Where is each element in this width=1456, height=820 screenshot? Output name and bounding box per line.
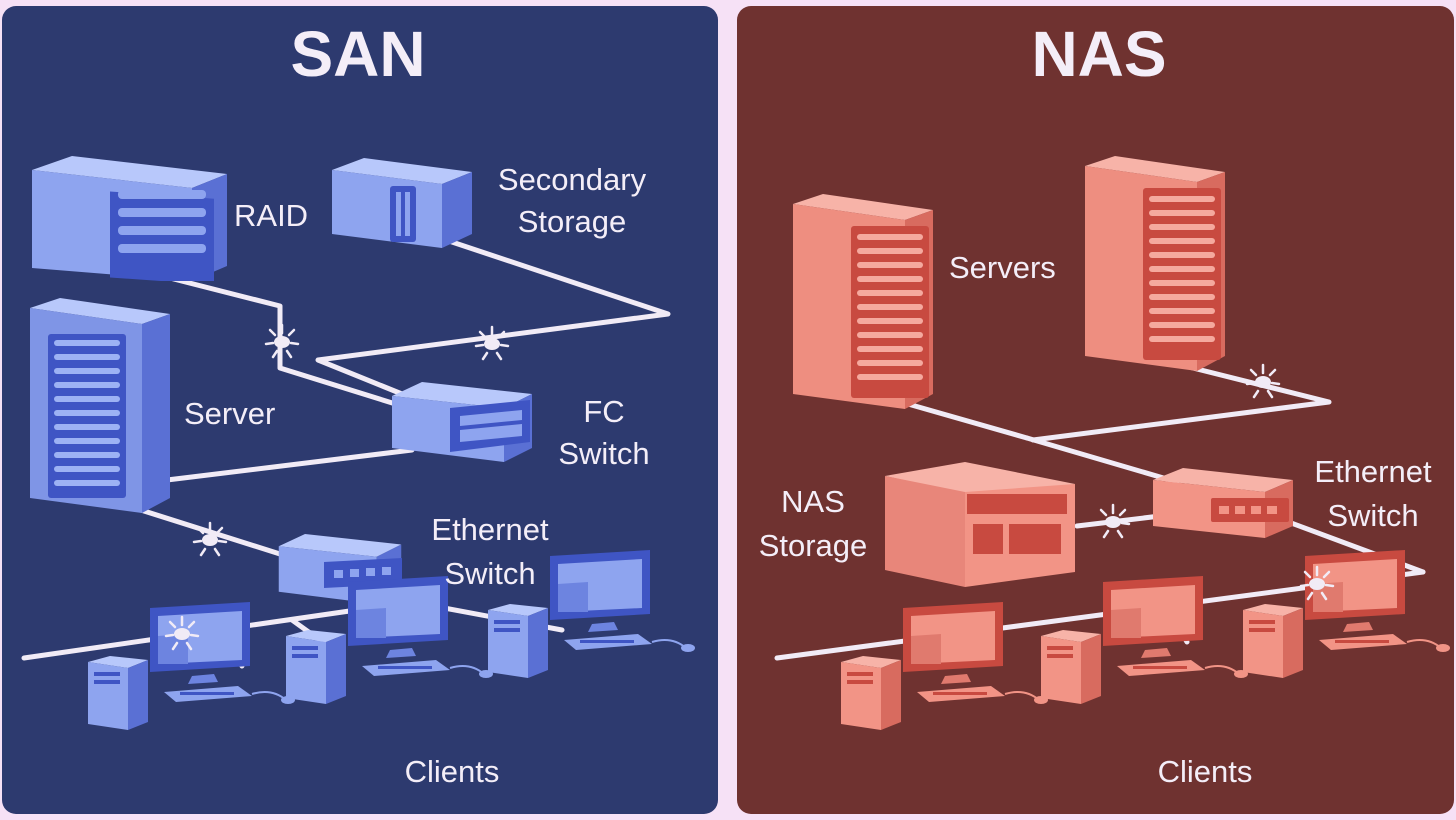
desktop-computer-icon (1041, 576, 1249, 705)
fc-switch-label-line2: Switch (558, 436, 649, 471)
storage-box-icon (885, 462, 1075, 587)
storage-box-icon (332, 158, 472, 248)
clients-label: Clients (1158, 754, 1253, 789)
nas-title: NAS (1031, 18, 1166, 90)
ethernet-switch-label-line2: Switch (444, 556, 535, 591)
server-tower-icon (30, 298, 170, 513)
san-panel: SAN (2, 6, 718, 814)
server-tower-icon (793, 194, 933, 409)
ethernet-switch-label-line2: Switch (1327, 498, 1418, 533)
connection-spark-icon (192, 521, 228, 557)
nas-wires (774, 361, 1426, 667)
secondary-storage-label-line2: Storage (518, 204, 627, 239)
ethernet-switch-label-line1: Ethernet (1314, 454, 1432, 489)
connection-spark-icon (474, 325, 510, 361)
nas-storage-label-line1: NAS (781, 484, 845, 519)
san-diagram: SAN (21, 18, 696, 789)
clients-label: Clients (405, 754, 500, 789)
raid-icon (32, 156, 227, 281)
servers-label: Servers (949, 250, 1056, 285)
server-label: Server (184, 396, 275, 431)
network-switch-icon (1153, 468, 1293, 538)
ethernet-switch-label-line1: Ethernet (431, 512, 549, 547)
san-title: SAN (290, 18, 425, 90)
desktop-computer-icon (841, 602, 1049, 731)
fc-switch-icon (392, 382, 532, 462)
fc-switch-label-line1: FC (583, 394, 624, 429)
nas-diagram: NAS Servers NAS Storage Ethernet Switch (759, 18, 1451, 789)
raid-label: RAID (234, 198, 308, 233)
server-tower-icon (1085, 156, 1225, 371)
nas-storage-label-line2: Storage (759, 528, 868, 563)
nas-panel: NAS Servers NAS Storage Ethernet Switch (737, 6, 1454, 814)
secondary-storage-label-line1: Secondary (498, 162, 647, 197)
